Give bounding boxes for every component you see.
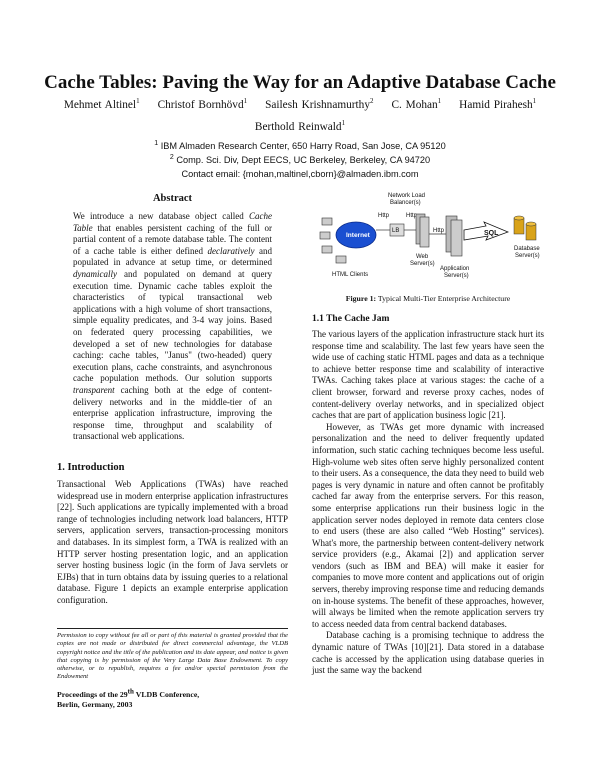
html-clients-label: HTML Clients xyxy=(332,272,368,278)
abstract-text: We introduce a new database object calle… xyxy=(73,211,273,442)
lb-label: LB xyxy=(392,228,399,234)
internet-cloud xyxy=(335,221,377,249)
sql-label: SQL xyxy=(484,230,499,237)
http-label-3: Http xyxy=(433,228,445,234)
figure-1-diagram: HTML Clients Internet Http LB Network Lo… xyxy=(319,193,540,279)
web-server-stack xyxy=(415,213,430,248)
cache-jam-heading: 1.1 The Cache Jam xyxy=(312,314,390,324)
author-name: Mehmet Altinel1 xyxy=(63,97,140,111)
db-label-2: Server(s) xyxy=(515,253,540,259)
nlb-label-2: Balancer(s) xyxy=(390,200,421,206)
author-name: Berthold Reinwald1 xyxy=(254,119,346,133)
proceedings: Proceedings of the 29th VLDB Conference,… xyxy=(57,687,200,709)
right-column-text: The various layers of the application in… xyxy=(312,329,544,677)
footnote-rule xyxy=(57,628,288,629)
http-label-2: Http xyxy=(406,213,418,219)
affiliation-1: 1 IBM Almaden Research Center, 650 Harry… xyxy=(154,139,446,151)
author-list: Mehmet Altinel1 Christof Bornhövd1 Sailesh… xyxy=(0,97,600,111)
paper-title: Cache Tables: Paving the Way for an Adap… xyxy=(44,72,556,93)
affiliation-2: 2 Comp. Sci. Div, Dept EECS, UC Berkeley… xyxy=(169,153,431,165)
app-label: Application xyxy=(440,266,469,272)
internet-label: Internet xyxy=(346,232,371,239)
contact-email: Contact email: {mohan,maltinel,cborn}@al… xyxy=(181,169,419,179)
web-label-2: Server(s) xyxy=(410,261,435,267)
copyright-footnote: Permission to copy without fee all or pa… xyxy=(57,632,288,681)
paragraph-3: Database caching is a promising techniqu… xyxy=(312,630,544,676)
db-label: Database xyxy=(514,246,540,252)
http-label-1: Http xyxy=(378,213,390,219)
author-name: Hamid Pirahesh1 xyxy=(459,97,537,111)
figure-1-caption: Figure 1: Typical Multi-Tier Enterprise … xyxy=(345,294,511,303)
author-name: Christof Bornhövd1 xyxy=(157,97,248,111)
app-server-stack xyxy=(445,215,463,257)
intro-heading: 1. Introduction xyxy=(57,462,125,473)
paragraph-1: The various layers of the application in… xyxy=(312,329,544,421)
web-label: Web xyxy=(416,254,429,260)
database-servers xyxy=(513,215,537,241)
paragraph-2: However, as TWAs get more dynamic with i… xyxy=(312,421,544,629)
author-list-2: Berthold Reinwald1 xyxy=(0,119,600,133)
sql-bolt xyxy=(463,221,510,241)
client-computers xyxy=(319,217,347,264)
app-label-2: Server(s) xyxy=(444,273,469,279)
nlb-label: Network Load xyxy=(388,193,425,199)
abstract-heading: Abstract xyxy=(152,193,193,204)
author-name: Sailesh Krishnamurthy2 xyxy=(265,97,374,111)
intro-text: Transactional Web Applications (TWAs) ha… xyxy=(57,479,288,605)
author-name: C. Mohan1 xyxy=(391,97,442,111)
